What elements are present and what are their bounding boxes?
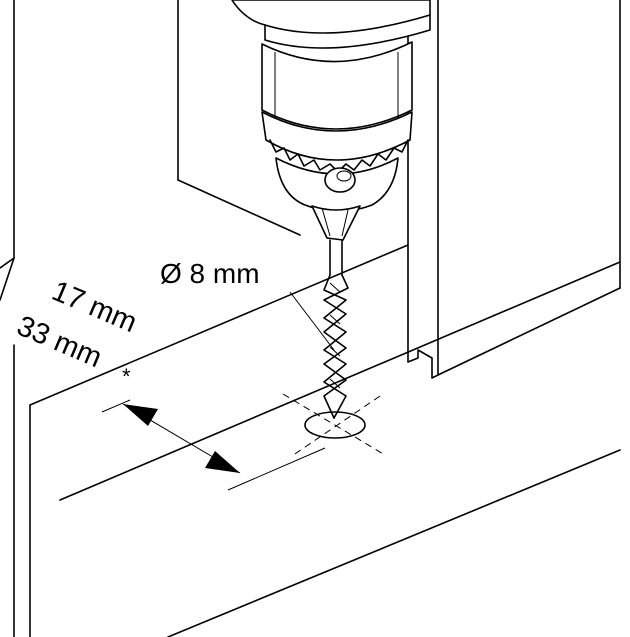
footnote-marker: * [122,364,131,389]
corner-bracket [0,257,15,301]
cabinet-bottom-panel [29,244,621,637]
diameter-label: Ø 8 mm [160,258,260,289]
drill-hole-marker [282,393,386,457]
distance-dimension [101,399,326,491]
drill-chuck [261,111,413,213]
diameter-leader-line [289,291,335,351]
drill-body [231,0,431,130]
drill-bit [323,239,349,419]
side-rail [407,0,621,379]
cabinet-side-panel [13,0,31,637]
dimension-arrow-end [205,451,240,473]
dimension-arrow-start [123,404,158,426]
chuck-jaws [311,205,361,241]
